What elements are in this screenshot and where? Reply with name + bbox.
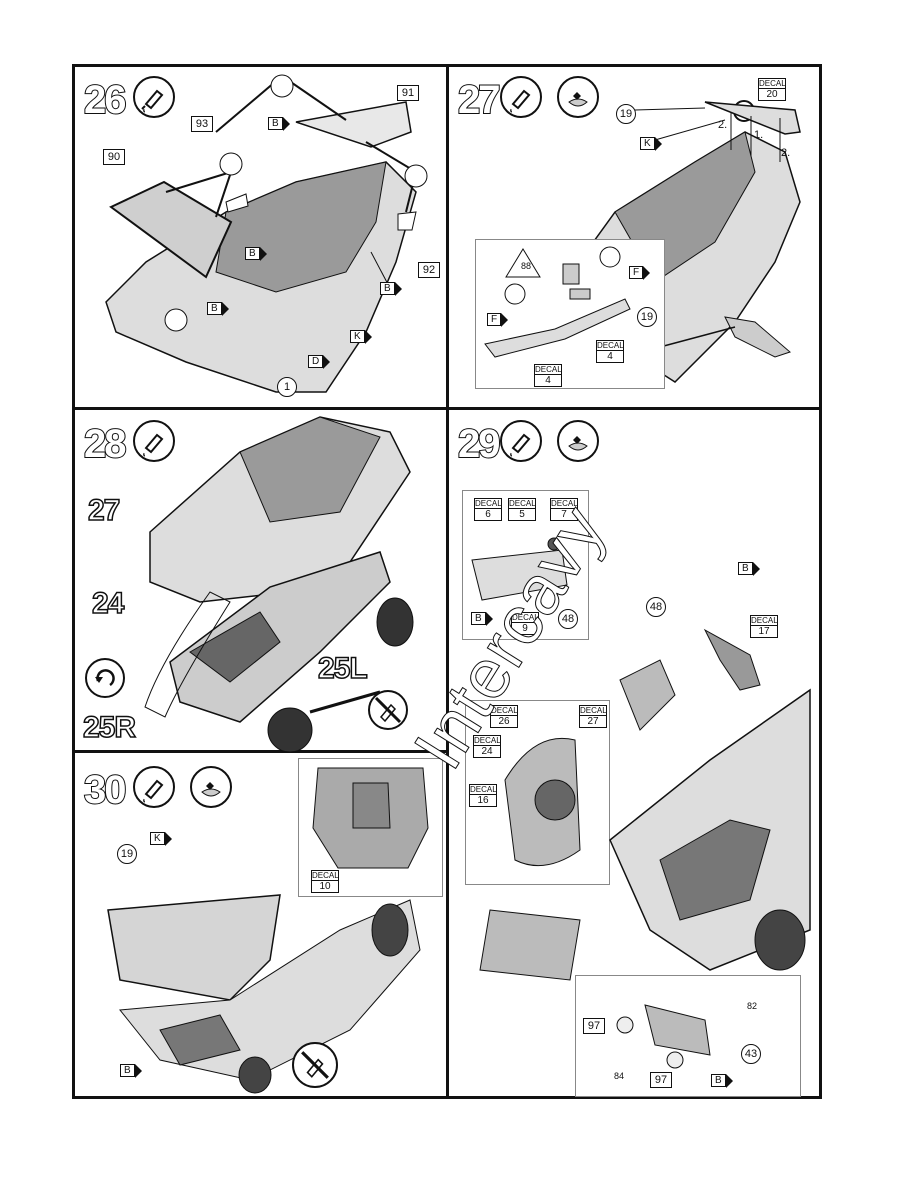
f-tag: F	[487, 313, 509, 327]
k-tag: K	[640, 137, 662, 151]
b-tag: B	[120, 1064, 142, 1078]
step-28-number: 28	[83, 422, 127, 466]
part-19-label: 19	[616, 104, 636, 124]
part-48-label: 48	[646, 597, 666, 617]
part-43-label: 43	[741, 1044, 761, 1064]
part-93-label: 93	[191, 116, 213, 132]
part-90-label: 90	[103, 149, 125, 165]
part-97-label: 97	[583, 1018, 605, 1034]
part-24-label: 24	[91, 587, 125, 620]
k-tag: K	[350, 330, 372, 344]
part-91-label: 91	[397, 85, 419, 101]
b-tag: B	[380, 282, 402, 296]
part-48-label: 48	[558, 609, 578, 629]
glue-tube-icon	[133, 420, 175, 462]
b-tag: B	[207, 302, 229, 316]
step-26-car-diagram	[105, 74, 428, 393]
step-order-2: 2.	[718, 119, 728, 131]
part-92-label: 92	[418, 262, 440, 278]
divider-vertical	[446, 64, 449, 1099]
step-27-number: 27	[457, 78, 501, 122]
f-tag: F	[629, 266, 651, 280]
no-glue-icon	[292, 1042, 338, 1088]
part-1-label: 1	[277, 377, 297, 397]
glue-tube-icon	[133, 766, 175, 808]
b-tag: B	[711, 1074, 733, 1088]
step-order-1: 1.	[754, 129, 764, 141]
part-19-label: 19	[117, 844, 137, 864]
part-97-label: 97	[650, 1072, 672, 1088]
b-tag: B	[738, 562, 760, 576]
step-29-number: 29	[457, 422, 501, 466]
no-glue-icon	[368, 690, 408, 730]
decal-apply-icon	[190, 766, 232, 808]
part-25r-label: 25R	[82, 711, 137, 744]
step-28-car-diagram	[144, 416, 414, 753]
part-82-label: 82	[746, 1001, 757, 1011]
part-27-label: 27	[87, 494, 121, 527]
step-26-number: 26	[83, 78, 127, 122]
k-tag: K	[150, 832, 172, 846]
decal-apply-icon	[557, 420, 599, 462]
step-29-car-diagram	[479, 628, 811, 981]
part-88-label: 88	[520, 261, 531, 271]
step-29-inset-part	[471, 537, 568, 601]
decal-apply-icon	[557, 76, 599, 118]
step-27-inset-parts	[484, 246, 631, 358]
step-30-car-diagram	[107, 894, 421, 1094]
step-29-bottom-parts	[616, 1004, 711, 1069]
b-tag: B	[245, 247, 267, 261]
glue-tube-icon	[500, 76, 542, 118]
b-tag: B	[268, 117, 290, 131]
part-19-label: 19	[637, 307, 657, 327]
step-order-2: 2.	[781, 147, 791, 159]
divider-top	[72, 407, 822, 410]
d-tag: D	[308, 355, 331, 369]
b-tag: B	[471, 612, 493, 626]
part-25l-label: 25L	[317, 652, 368, 685]
rotate-icon	[85, 658, 125, 698]
step-29-engine-parts	[504, 737, 581, 867]
step-30-number: 30	[83, 768, 127, 812]
glue-tube-icon	[133, 76, 175, 118]
part-84-label: 84	[613, 1071, 624, 1081]
divider-left-bottom	[72, 750, 448, 753]
glue-tube-icon	[500, 420, 542, 462]
step-30-hood-underside	[312, 767, 429, 869]
